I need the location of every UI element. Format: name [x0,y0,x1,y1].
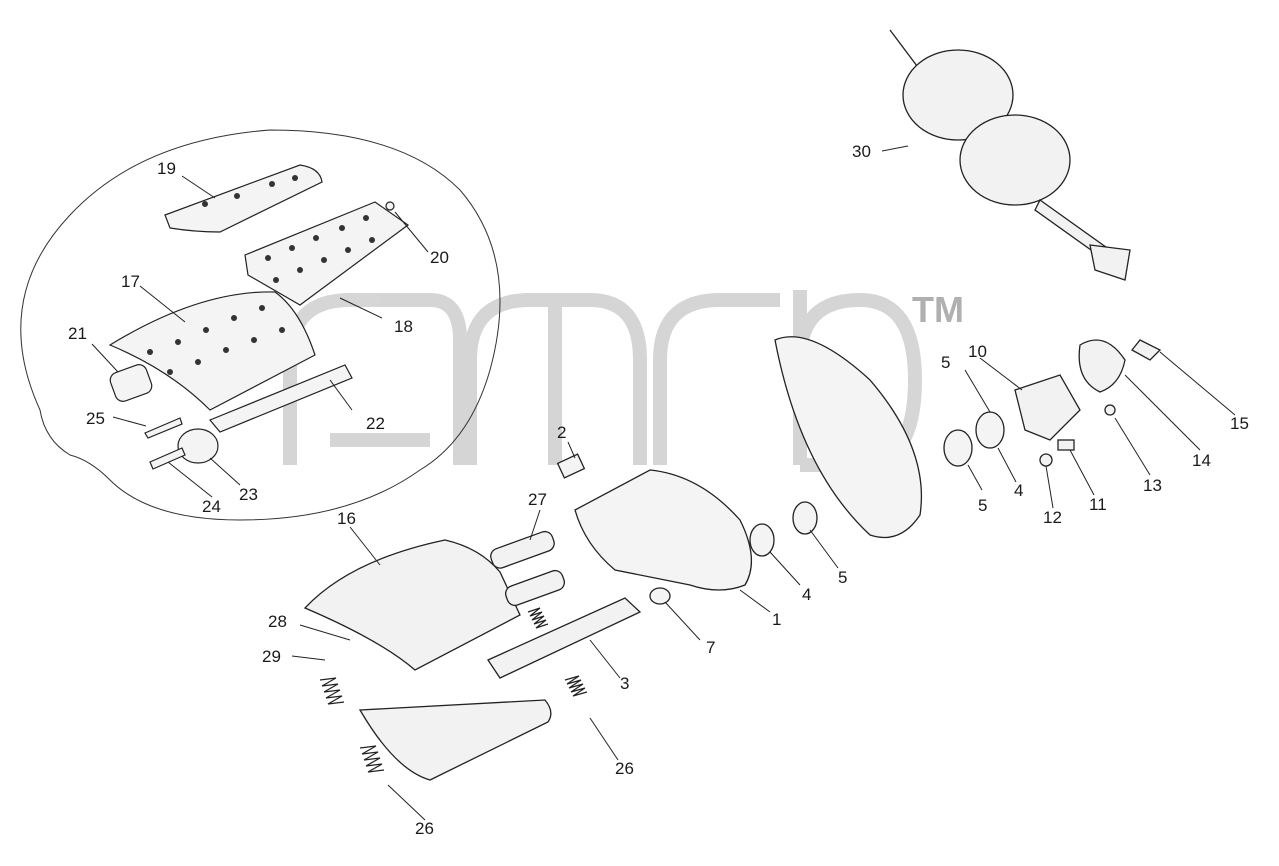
callout-12: 12 [1043,508,1062,527]
housing-group [556,336,1005,605]
part-27-bushing-1 [490,530,555,569]
part-13-washer [1104,404,1116,416]
watermark-tm: TM [912,289,964,330]
callout-29: 29 [262,647,281,666]
callout-2: 2 [557,423,567,442]
clevis [1089,244,1131,281]
callout-28: 28 [268,612,287,631]
callout-30: 30 [852,142,871,161]
inset-parts [108,164,410,470]
callout-18: 18 [394,317,413,336]
part-21-bushing [109,364,153,402]
callout-20: 20 [430,248,449,267]
callout-17: 17 [121,272,140,291]
part-16-shoe [303,539,521,671]
part-26-spring-upper [527,607,549,629]
callout-24: 24 [202,497,221,516]
callout-11: 11 [1089,495,1107,514]
callout-5c: 5 [941,353,951,372]
part-5-ring-b [975,411,1005,449]
callout-13: 13 [1143,476,1162,495]
part-26-spring-lower [564,675,588,697]
callout-5a: 5 [838,568,848,587]
callout-23: 23 [239,485,258,504]
part-2-bolt [556,453,586,479]
callout-19: 19 [157,159,176,178]
part-18-lining-plate [244,201,410,306]
inset-outline [20,129,501,521]
part-5-ring-a [792,501,818,535]
callout-16: 16 [337,509,356,528]
callout-5b: 5 [978,496,988,515]
part-10-adjuster-body [1014,374,1081,441]
part-17-shoe-lining [108,291,316,411]
inset-holes [147,175,375,375]
callout-27: 27 [528,490,547,509]
brake-chamber [889,29,1131,281]
part-22-shaft [209,364,353,433]
dust-shield [774,336,923,539]
callout-4a: 4 [802,585,812,604]
callout-15: 15 [1230,414,1249,433]
part-4-ring-b [943,429,973,467]
callout-26b: 26 [415,819,434,838]
callout-14: 14 [1192,451,1211,470]
part-30-chamber-top [902,49,1014,141]
slack-adjuster [1014,339,1162,467]
callout-4b: 4 [1014,481,1024,500]
chamber-rod-top [889,29,921,71]
callout-3: 3 [620,674,630,693]
part-26-spring-left-2 [359,745,385,773]
callout-1: 1 [772,610,782,629]
part-3-camshaft [487,597,642,679]
part-27-bushing-2 [504,569,566,607]
callout-26a: 26 [615,759,634,778]
part-24-pin [149,447,186,470]
callout-22: 22 [366,414,385,433]
leader-lines [91,145,1236,821]
part-14-arm [1078,339,1126,393]
part-11-bolt [1057,439,1075,451]
brake-shoe-assembly [303,530,642,781]
callout-7: 7 [706,638,716,657]
springs [319,607,588,773]
part-4-ring-a [749,523,775,557]
part-12-nut [1039,453,1053,467]
part-7-seal [649,587,671,605]
part-26-spring-left [319,677,345,705]
part-23-roller [177,428,219,464]
part-15-pin [1131,339,1162,361]
part-25-pin [144,417,183,439]
part-20-clip [385,201,395,211]
callout-25: 25 [86,409,105,428]
part-1-housing [574,469,753,591]
callout-21: 21 [68,324,87,343]
lower-shoe [358,699,552,781]
callout-10: 10 [968,342,987,361]
part-19-plate [164,164,323,233]
part-30-chamber-bottom [959,114,1071,206]
